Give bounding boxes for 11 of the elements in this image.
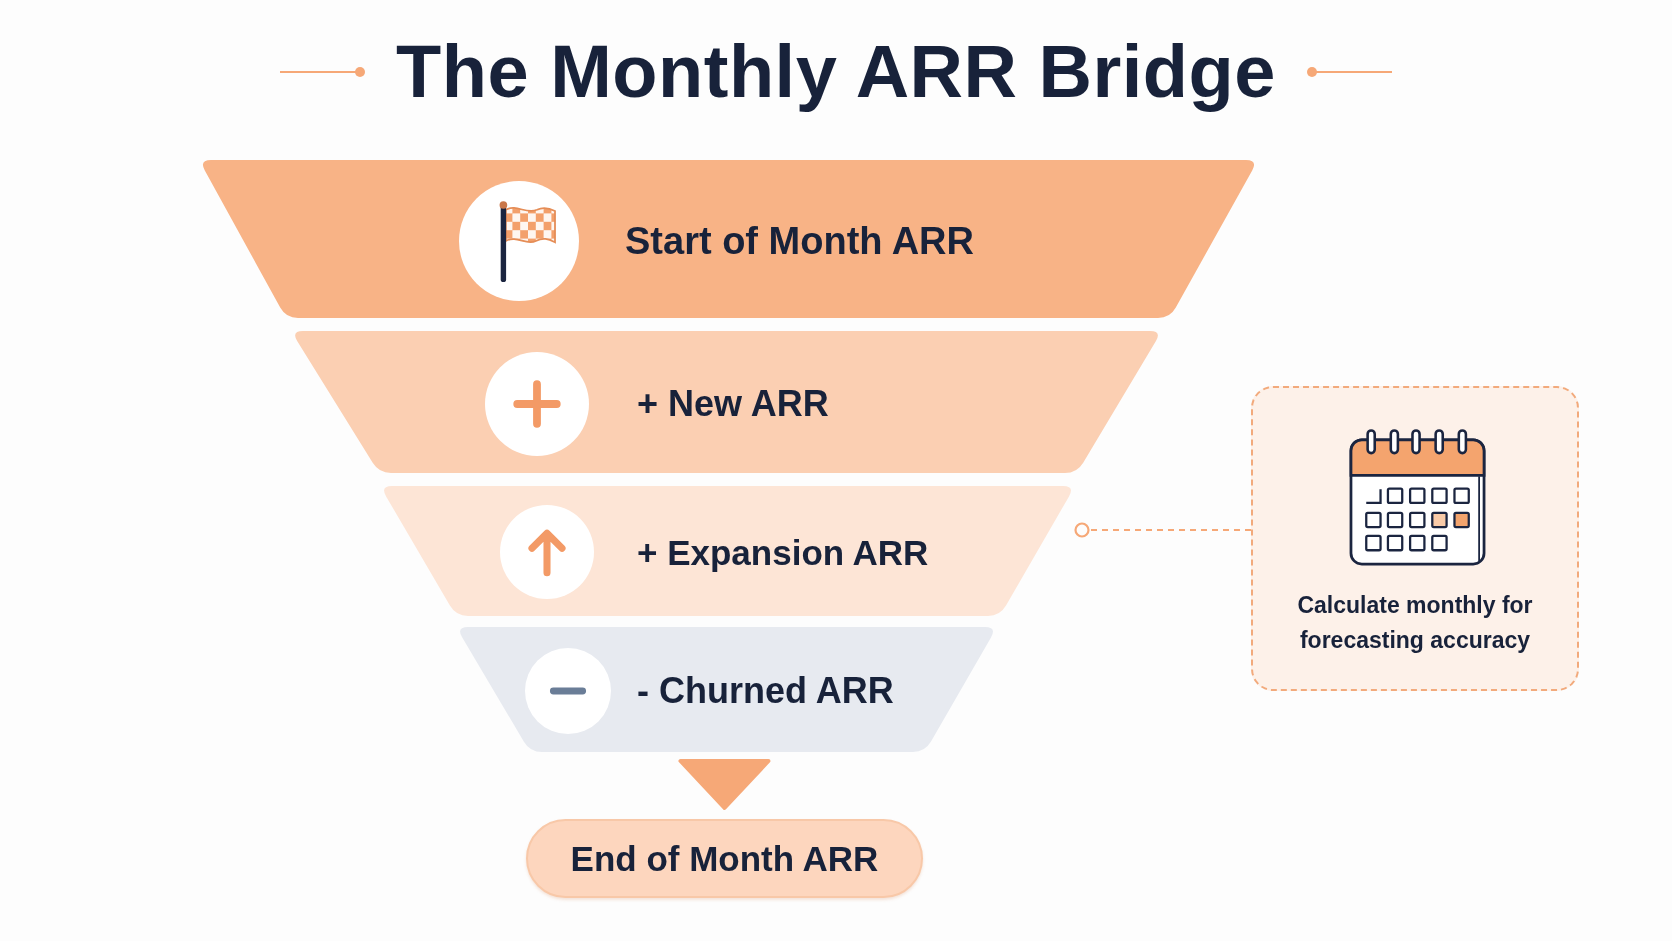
- arrow: [678, 759, 771, 810]
- note-text: Calculate monthly for forecasting accuracy: [1296, 591, 1534, 655]
- title: The Monthly ARR Bridge: [396, 30, 1276, 114]
- result-pill: [526, 819, 923, 898]
- leader-line: [1074, 522, 1251, 538]
- band-label: + Expansion ARR: [637, 534, 929, 570]
- note-card: [1251, 386, 1579, 691]
- band-label: - Churned ARR: [637, 673, 894, 709]
- band-label: Start of Month ARR: [625, 222, 974, 260]
- result-label: End of Month ARR: [570, 837, 879, 880]
- band-label: + New ARR: [637, 386, 829, 422]
